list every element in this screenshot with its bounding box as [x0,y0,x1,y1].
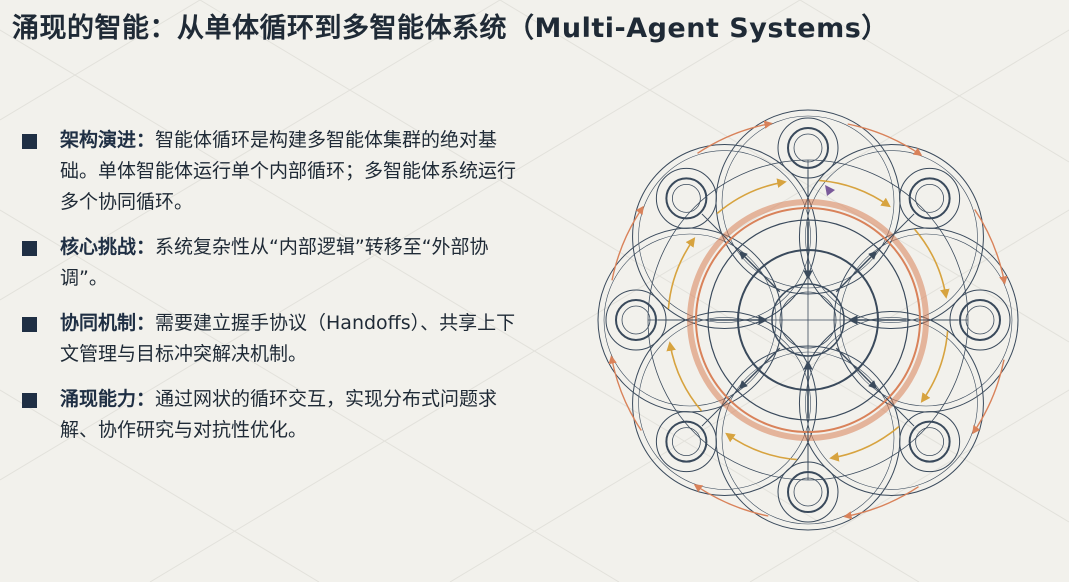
bullet-challenge: 核心挑战：系统复杂性从“内部逻辑”转移至“外部协调”。 [20,232,530,294]
agent-loop-outer-ring [632,310,818,496]
agent-node-icon [615,299,657,341]
agent-loop-outer-ring [798,144,984,330]
circulation-arc-orange [608,355,642,431]
agent-node-halo [655,167,717,229]
agent-node-icon [787,127,829,169]
circulation-arc-gold [920,331,949,403]
circulation-arc-gold [913,228,950,299]
agent-loop-outer-ring-inner [805,150,978,323]
bullet-label: 核心挑战： [60,236,156,258]
circulation-arc-gold [819,179,891,208]
agent-node-core [915,427,945,457]
bullet-text: 智能体循环是构建多智能体集群的绝对基础。单体智能体运行单个内部循环；多智能体系统… [60,129,517,213]
circulation-arc-gold [666,341,703,412]
bullet-text: 通过网状的循环交互，实现分布式问题求解、协作研究与对抗性优化。 [60,388,498,441]
circulation-arc-orange [693,484,769,517]
bullet-label: 涌现能力： [60,388,156,410]
agent-node-halo [899,411,961,473]
bullet-list: 架构演进：智能体循环是构建多智能体集群的绝对基础。单体智能体运行单个内部循环；多… [20,125,530,460]
agent-node-core [621,305,651,335]
agent-node-icon [665,177,708,220]
agent-node-core [965,305,995,335]
agent-loop-outer-ring [798,310,984,496]
agent-node-icon [908,177,951,220]
circulation-arc-gold [829,425,900,462]
circulation-arc-gold [716,178,787,215]
circulation-arc-orange [697,120,773,154]
agent-loop-outer-ring-inner [638,317,811,490]
outward-arrow [738,250,781,293]
circulation-arc-orange [843,486,919,520]
bullet-text: 系统复杂性从“内部逻辑”转移至“外部协调”。 [60,236,489,289]
bullet-coordination: 协同机制：需要建立握手协议（Handoffs）、共享上下文管理与目标冲突解决机制… [20,308,530,370]
multi-agent-loop-diagram [597,109,1019,531]
circulation-arc-orange [974,209,1008,285]
agent-loop-outer-ring [632,144,818,330]
page-title: 涌现的智能：从单体循环到多智能体系统（Multi-Agent Systems） [12,13,889,44]
circulation-arc-orange [847,123,923,156]
bullet-square-icon [22,317,37,332]
agent-node-icon [665,420,708,463]
outward-arrow [738,347,781,390]
circulation-arc-orange [972,359,1005,435]
agent-node-core [793,477,823,507]
accent-marker [825,185,835,196]
circulation-arc-orange [611,205,644,281]
circulation-arc-gold [667,237,696,309]
bullet-text: 需要建立握手协议（Handoffs）、共享上下文管理与目标冲突解决机制。 [60,312,516,365]
outward-arrow [835,250,878,293]
bullet-architecture: 架构演进：智能体循环是构建多智能体集群的绝对基础。单体智能体运行单个内部循环；多… [20,125,530,218]
outward-arrow [835,347,878,390]
agent-node-core [671,183,701,213]
agent-loop-outer-ring-inner [638,150,811,323]
bullet-label: 架构演进： [60,129,156,151]
bullet-label: 协同机制： [60,312,156,334]
agent-loop-outer-ring-inner [805,317,978,490]
agent-node-core [671,427,701,457]
agent-node-core [915,183,945,213]
bullet-square-icon [22,134,37,149]
bullet-square-icon [22,393,37,408]
agent-node-icon [959,299,1001,341]
circulation-arc-gold [725,432,797,461]
agent-node-icon [908,420,951,463]
bullet-square-icon [22,241,37,256]
agent-node-icon [787,471,829,513]
agent-node-halo [655,411,717,473]
bullet-emergence: 涌现能力：通过网状的循环交互，实现分布式问题求解、协作研究与对抗性优化。 [20,384,530,446]
agent-node-halo [899,167,961,229]
agent-node-core [793,133,823,163]
